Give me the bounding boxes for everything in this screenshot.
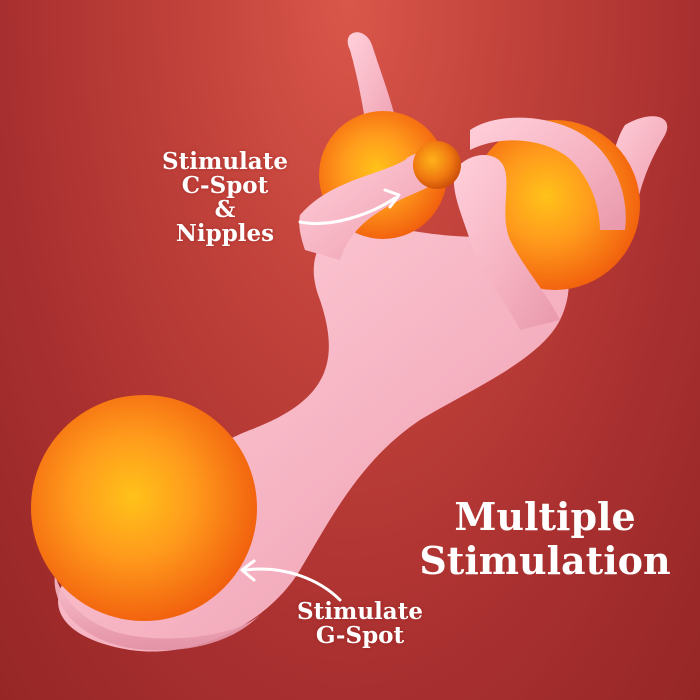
device-arm-left [299, 153, 441, 260]
label-top-line-1: Stimulate [162, 148, 288, 175]
arrow-bottom [243, 567, 342, 602]
arrow-bottom-head [240, 559, 256, 582]
headline-line-1: Multiple [454, 494, 636, 539]
headline-line-2: Stimulation [419, 537, 671, 583]
device-arm-right [453, 155, 560, 330]
label-top-line-4: Nipples [175, 220, 275, 248]
label-top-line-3: & [214, 196, 236, 224]
label-c-spot-nipples: Stimulate C-Spot & Nipples [150, 148, 300, 248]
label-g-spot: Stimulate G-Spot [270, 598, 450, 650]
device-arm-top [470, 117, 626, 230]
gspot-ball [31, 395, 257, 621]
clit-ball [413, 141, 461, 189]
label-bottom-line-2: G-Spot [315, 622, 405, 650]
arrow-top [298, 196, 397, 225]
label-bottom-line-1: Stimulate [297, 598, 423, 625]
device-tail [54, 575, 260, 651]
label-top-line-2: C-Spot [181, 172, 269, 200]
headline: Multiple Stimulation [410, 495, 680, 582]
arrow-top-head [383, 188, 401, 209]
